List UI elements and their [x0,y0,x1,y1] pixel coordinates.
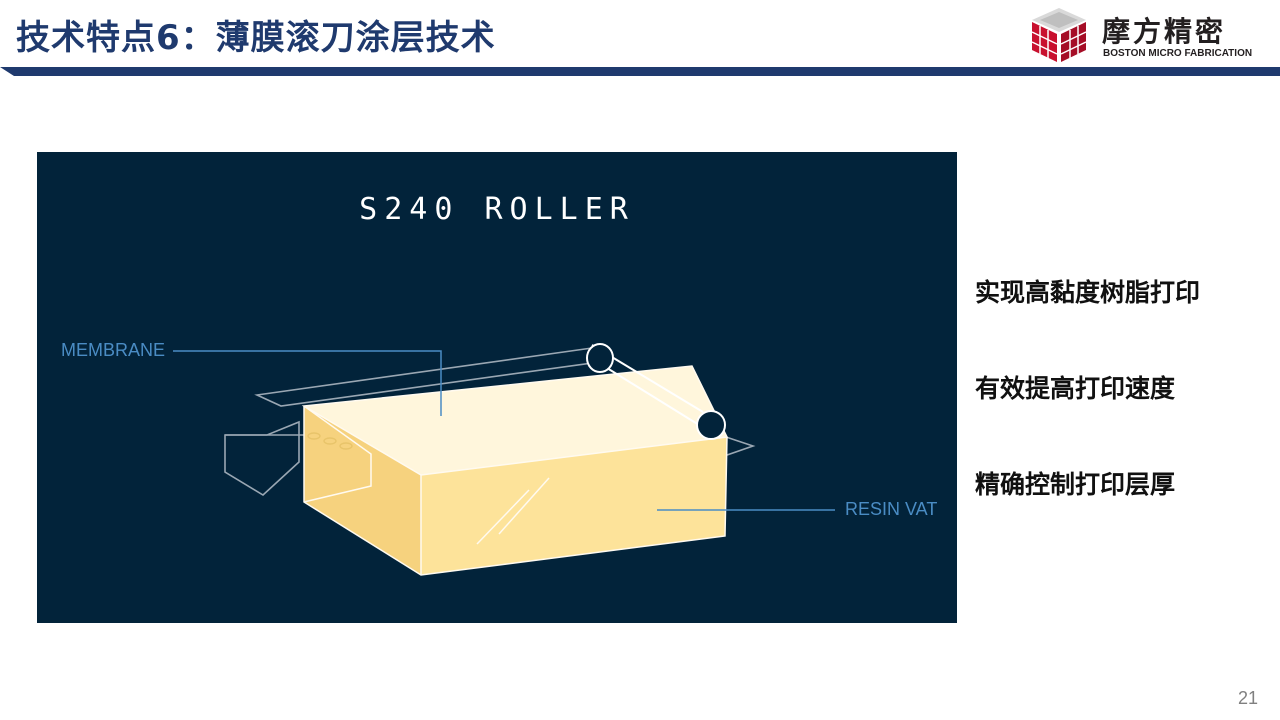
feature-item: 实现高黏度树脂打印 [975,278,1201,307]
resin-vat-label: RESIN VAT [845,499,938,519]
page-number: 21 [1238,688,1259,708]
resin-vat [301,365,729,576]
membrane-label: MEMBRANE [61,340,166,360]
company-logo: 摩方精密 BOSTON MICRO FABRICATION [1028,8,1268,64]
roller-figure: S240 ROLLER MEMBRANE RESIN VAT [37,152,957,623]
feature-item: 精确控制打印层厚 [975,470,1176,499]
cube-logo-icon [1031,8,1087,62]
roller [586,343,726,440]
logo-name-cn: 摩方精密 [1102,15,1227,48]
logo-name-en: BOSTON MICRO FABRICATION [1103,48,1253,59]
feature-item: 有效提高打印速度 [975,374,1176,403]
callout-lines [173,350,835,511]
figure-title: S240 ROLLER [359,192,635,227]
slide-title: 技术特点6：薄膜滚刀涂层技术 [16,18,496,58]
feature-list: 实现高黏度树脂打印 有效提高打印速度 精确控制打印层厚 [975,276,1200,564]
header-rule [0,67,1280,76]
roller-diagram [173,343,835,576]
